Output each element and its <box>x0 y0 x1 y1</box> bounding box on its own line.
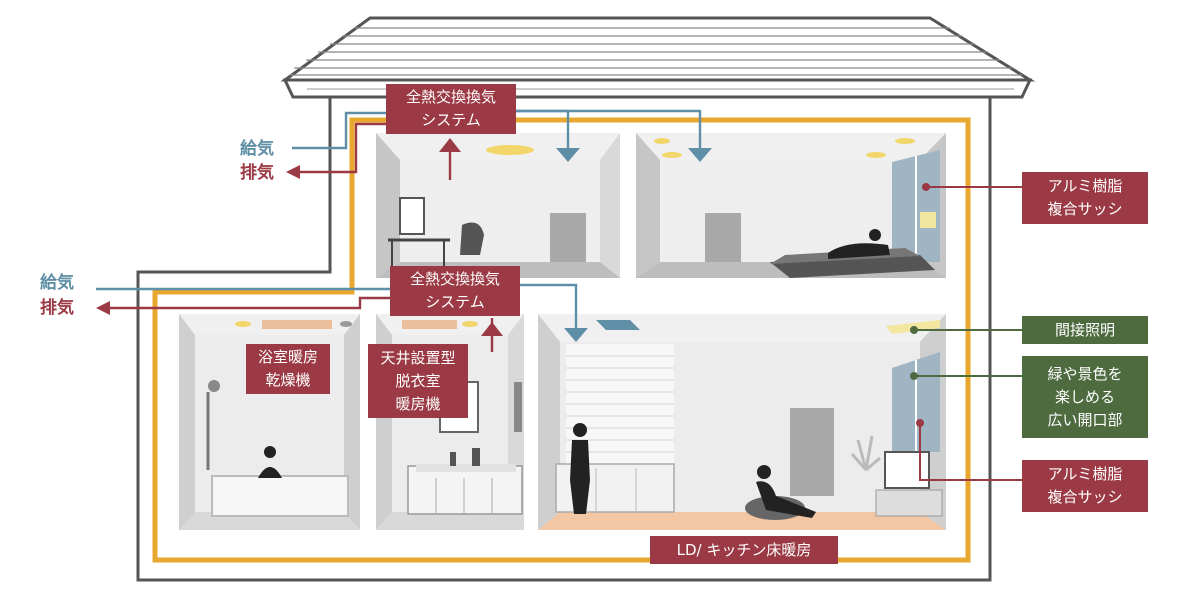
sash-label-upper: アルミ樹脂 複合サッシ <box>1022 172 1148 224</box>
insulation-line <box>152 117 971 563</box>
exhaust-arrow-out-lower <box>96 301 110 315</box>
room-dressing <box>376 314 524 530</box>
bath-heater-label: 浴室暖房 乾燥機 <box>246 344 330 394</box>
sash-lower-line2: 複合サッシ <box>1047 488 1123 506</box>
sash-upper-line1: アルミ樹脂 <box>1047 177 1123 195</box>
ventilation-lower-line1: 全熱交換換気 <box>409 270 500 288</box>
supply-arrow-upper-1 <box>556 148 580 162</box>
ventilation-lower-line2: システム <box>425 293 485 311</box>
dressing-heater-line3: 暖房機 <box>395 394 441 413</box>
bath-heater-line2: 乾燥機 <box>265 371 311 389</box>
callout-lines <box>910 183 1022 481</box>
floor-heating-zone <box>538 512 946 530</box>
sash-label-lower: アルミ樹脂 複合サッシ <box>1022 460 1148 512</box>
ventilation-upper-line2: システム <box>421 111 481 129</box>
opening-line1: 緑や景色を <box>1047 364 1123 383</box>
room-ldk <box>538 314 946 530</box>
room-bedroom <box>636 133 946 278</box>
supply-arrow-upper-2 <box>688 148 712 162</box>
dressing-heater-line1: 天井設置型 <box>380 348 456 367</box>
supply-label-lower: 給気 <box>40 273 74 293</box>
floor-heating-text: LD/ キッチン床暖房 <box>676 540 812 559</box>
ventilation-system-label-upper: 全熱交換換気 システム <box>386 84 516 134</box>
supply-label-upper: 給気 <box>240 139 274 159</box>
dressing-heater-line2: 脱衣室 <box>395 371 441 390</box>
floor-heating-label: LD/ キッチン床暖房 <box>650 536 838 564</box>
exhaust-arrow-out-upper <box>286 165 300 179</box>
exhaust-arrow-up-lower <box>481 322 503 336</box>
exhaust-label-lower: 排気 <box>40 298 74 318</box>
room-study <box>376 133 620 278</box>
duct-upper <box>292 109 702 180</box>
dressing-heater-label: 天井設置型 脱衣室 暖房機 <box>368 344 468 418</box>
sash-lower-line1: アルミ樹脂 <box>1047 465 1123 483</box>
ventilation-upper-line1: 全熱交換換気 <box>405 88 496 106</box>
exhaust-arrow-up-upper <box>439 138 461 152</box>
exhaust-label-upper: 排気 <box>240 163 274 183</box>
bath-heater-line1: 浴室暖房 <box>257 348 318 366</box>
ventilation-system-label-lower: 全熱交換換気 システム <box>390 266 520 316</box>
opening-label: 緑や景色を 楽しめる 広い開口部 <box>1022 356 1148 438</box>
opening-line2: 楽しめる <box>1054 387 1115 406</box>
indirect-light-text: 間接照明 <box>1054 320 1115 339</box>
opening-line3: 広い開口部 <box>1047 410 1123 429</box>
sash-upper-line2: 複合サッシ <box>1047 200 1123 218</box>
indirect-light-label: 間接照明 <box>1022 316 1148 344</box>
supply-arrow-lower <box>564 328 588 342</box>
